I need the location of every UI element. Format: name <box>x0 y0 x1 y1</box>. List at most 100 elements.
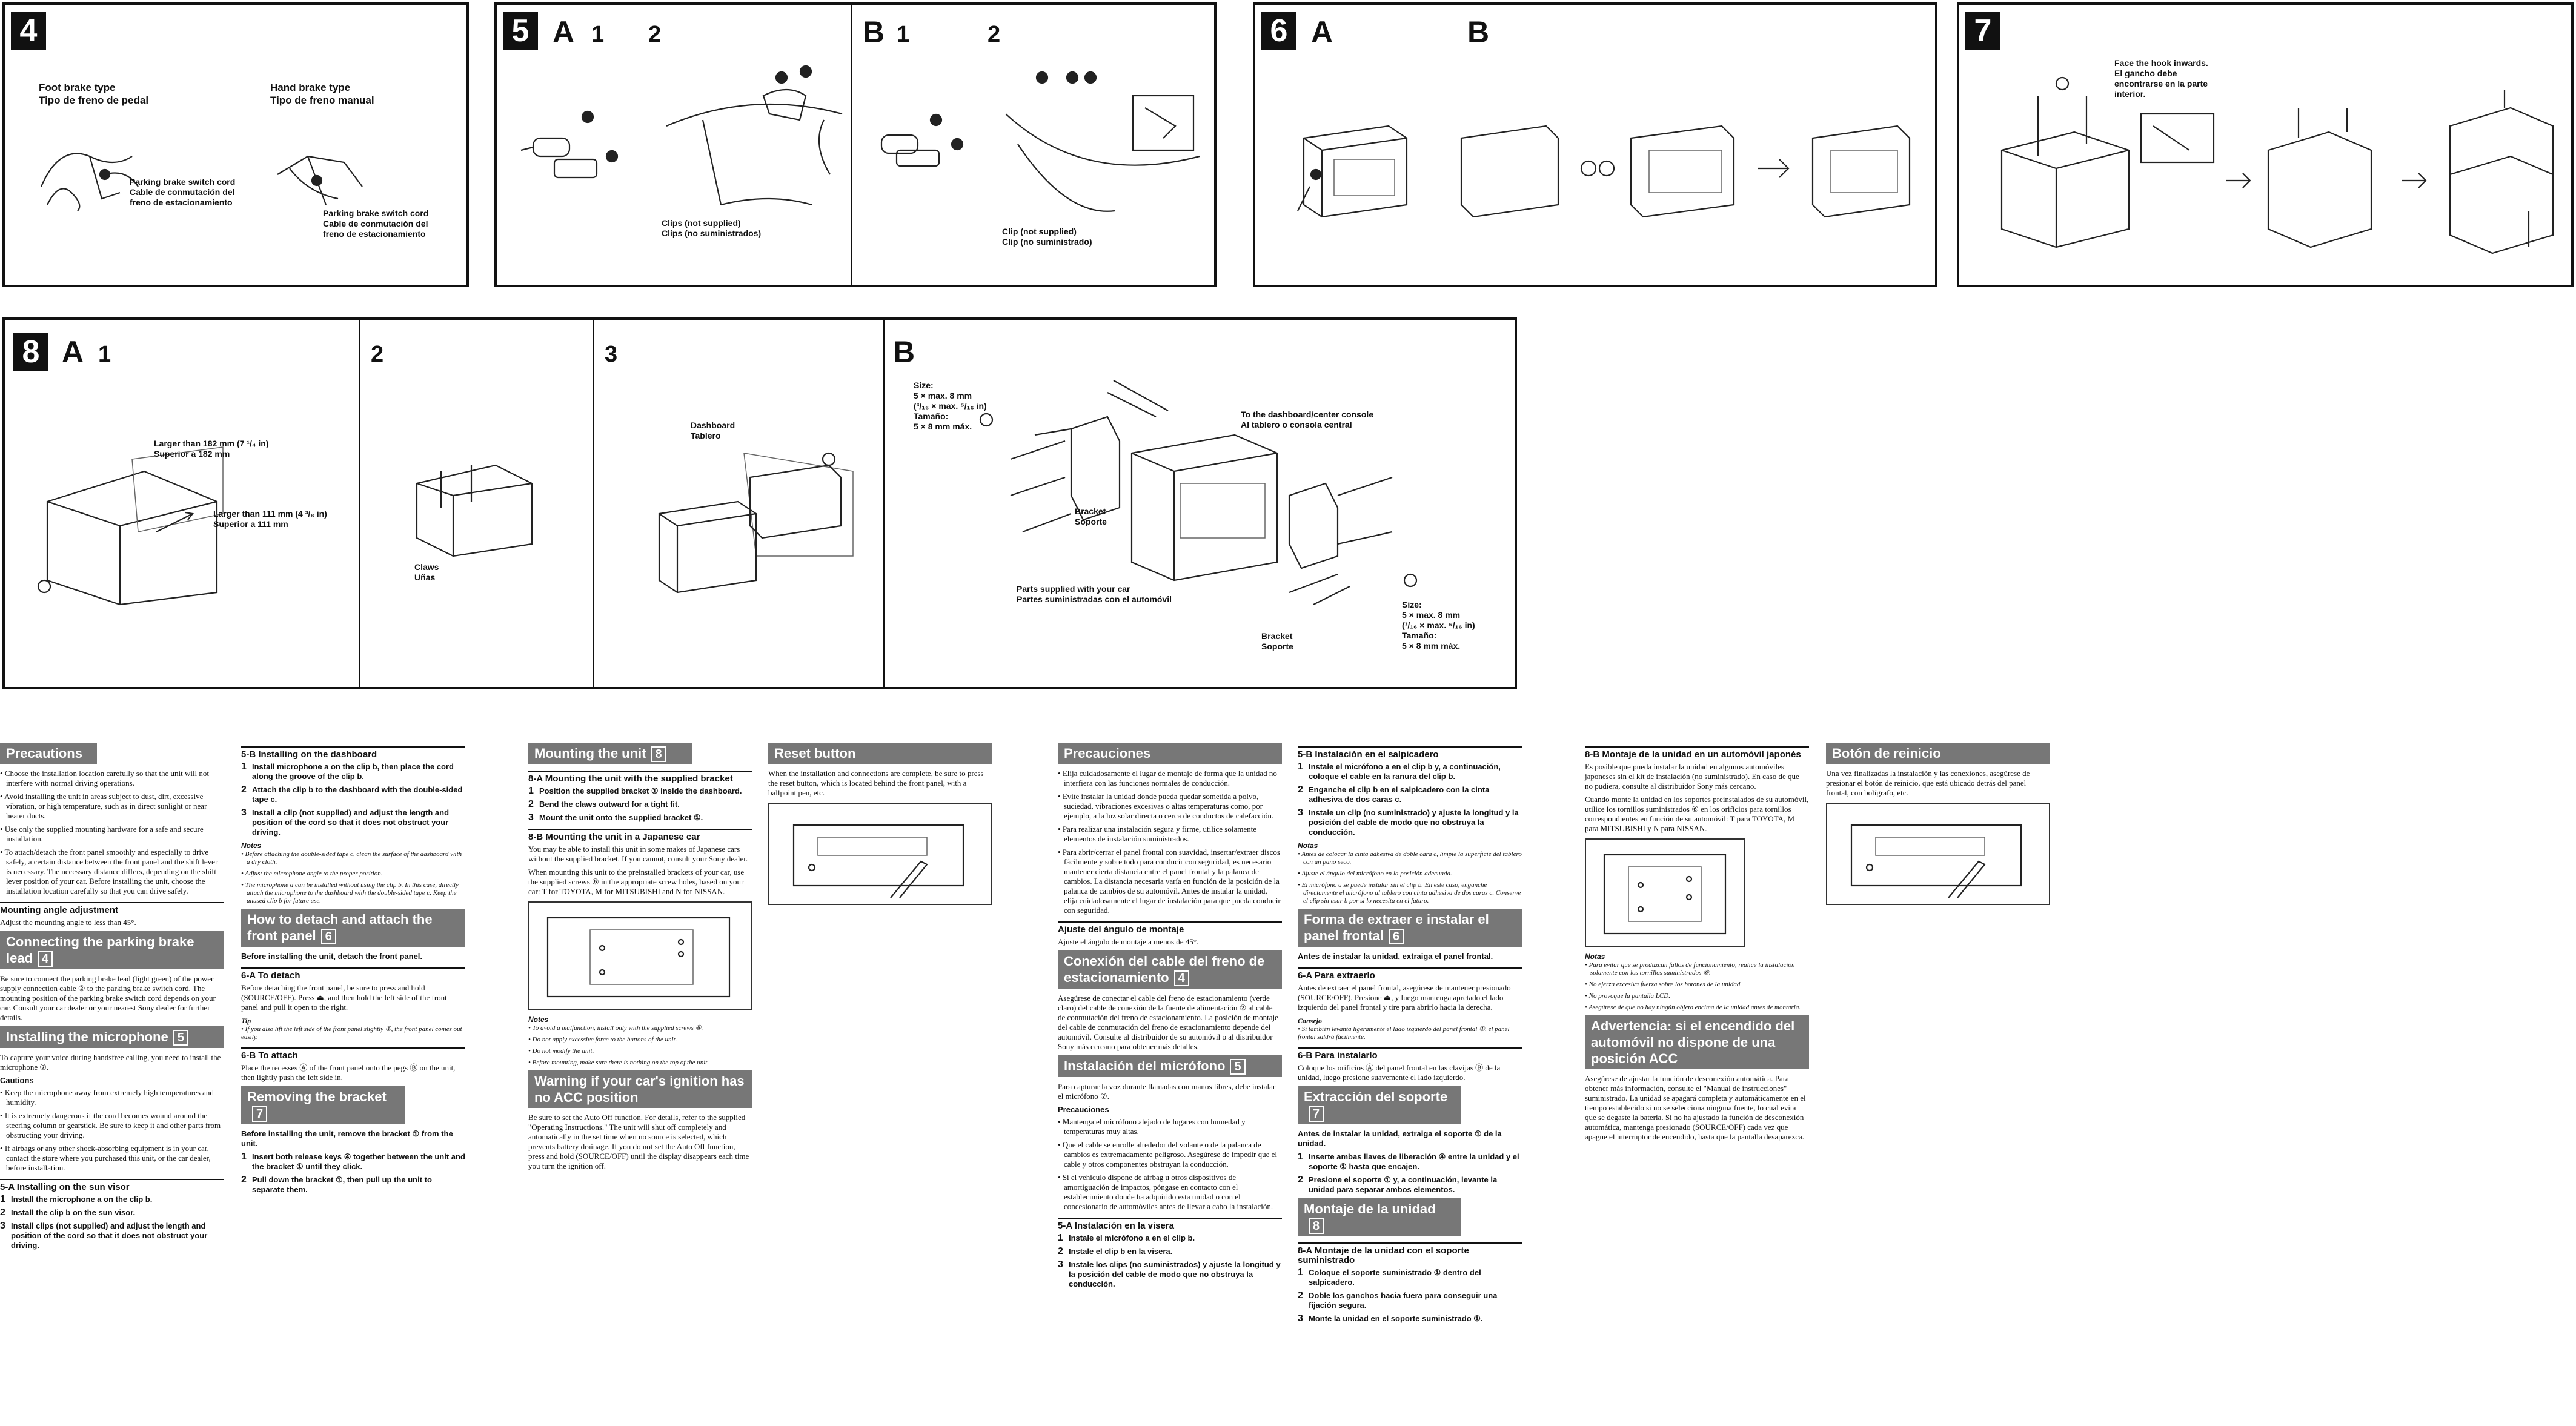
precauciones-title: Precauciones <box>1058 1105 1109 1114</box>
detach-attach-heading: How to detach and attach the front panel… <box>241 909 465 947</box>
note-item: Adjust the microphone angle to the prope… <box>241 870 465 878</box>
precauciones-heading: Precauciones <box>1058 743 1282 764</box>
figure-5a-step1: 1 <box>591 22 605 47</box>
figure-8-number: 8 <box>13 333 48 371</box>
figure-6a-label: A <box>1311 15 1333 49</box>
reset-button-heading: Reset button <box>768 743 992 764</box>
column-8: Botón de reinicio Una vez finalizadas la… <box>1826 740 2050 910</box>
boton-reinicio-figure <box>1826 803 2050 905</box>
visera-heading: 5-A Instalación en la visera <box>1058 1218 1282 1231</box>
larger-111-label: Larger than 111 mm (4 ³/₈ in)Superior a … <box>213 509 327 529</box>
unit-mounting-illustration <box>658 452 854 594</box>
mount-8b-text: You may be able to install this unit in … <box>528 844 748 863</box>
panel-frontal-heading: Forma de extraer e instalar el panel fro… <box>1298 909 1522 947</box>
panel-intro: Antes de instalar la unidad, extraiga el… <box>1298 952 1493 961</box>
consejo-title: Consejo <box>1298 1016 1323 1025</box>
note-item: Do not apply excessive force to the butt… <box>528 1036 752 1044</box>
freno-heading: Conexión del cable del freno de estacion… <box>1058 950 1282 989</box>
figure-5a-step2: 2 <box>648 22 662 47</box>
nota-item: No provoque la pantalla LCD. <box>1585 992 1809 1000</box>
foot-brake-illustration <box>40 153 139 211</box>
soporte-intro: Antes de instalar la unidad, extraiga el… <box>1298 1129 1502 1148</box>
nota-item: No ejerza excesiva fuerza sobre los boto… <box>1585 981 1809 989</box>
to-attach-heading: 6-B To attach <box>241 1047 465 1061</box>
mount-8b-heading: 8-B Mounting the unit in a Japanese car <box>528 829 752 842</box>
note-item: Do not modify the unit. <box>528 1047 752 1055</box>
dashboard-illustration <box>1005 71 1200 212</box>
bracket-removal-illustration <box>2000 76 2554 254</box>
montaje-8b-heading: 8-B Montaje de la unidad en un automóvil… <box>1585 746 1809 760</box>
montaje-8a-heading: 8-A Montaje de la unidad con el soporte … <box>1298 1242 1522 1265</box>
nota-item: Asegúrese de que no hay ningún objeto en… <box>1585 1004 1809 1012</box>
extraer-heading: 6-A Para extraerlo <box>1298 967 1522 981</box>
microphone-text: To capture your voice during handsfree c… <box>0 1053 221 1072</box>
notes-title: Notes <box>528 1015 549 1024</box>
precaution-item: Choose the installation location careful… <box>0 769 224 788</box>
sun-visor-illustration <box>666 65 843 206</box>
screw-size-bottom-label: Size:5 × max. 8 mm(³/₁₆ × max. ⁵/₁₆ in)T… <box>1402 600 1475 651</box>
figure-5-number: 5 <box>503 12 538 50</box>
precaucion-mic-item: Si el vehículo dispone de airbag u otros… <box>1058 1173 1282 1212</box>
nota-item: El micrófono a se puede instalar sin el … <box>1298 881 1522 905</box>
mount-8b-text-2: When mounting this unit to the preinstal… <box>528 867 745 896</box>
figure-5a-label: A <box>553 15 575 49</box>
front-panel-detach-illustration <box>1297 125 1408 218</box>
instalar-heading: 6-B Para instalarlo <box>1298 1047 1522 1061</box>
boton-reinicio-text: Una vez finalizadas la instalación y las… <box>1826 769 2030 797</box>
caution-item: Keep the microphone away from extremely … <box>0 1088 224 1107</box>
acc-warning-heading: Warning if your car's ignition has no AC… <box>528 1070 752 1108</box>
instalar-text: Coloque los orificios Ⓐ del panel fronta… <box>1298 1063 1501 1082</box>
column-5: Precauciones Elija cuidadosamente el lug… <box>1058 740 1282 1293</box>
nota-item: Ajuste el ángulo del micrófono en la pos… <box>1298 870 1522 878</box>
clips-not-supplied-label: Clips (not supplied)Clips (no suministra… <box>662 218 762 238</box>
extraer-text: Antes de extraer el panel frontal, asegú… <box>1298 983 1511 1012</box>
extraccion-soporte-heading: Extracción del soporte7 <box>1298 1086 1461 1124</box>
figure-4-number: 4 <box>11 12 46 50</box>
precaucion-item: Evite instalar la unidad donde pueda que… <box>1058 792 1282 821</box>
column-1: Precautions Choose the installation loca… <box>0 740 224 1254</box>
ajuste-angulo-heading: Ajuste del ángulo de montaje <box>1058 921 1282 935</box>
notes-title: Notes <box>241 841 262 850</box>
boton-reinicio-heading: Botón de reinicio <box>1826 743 2050 764</box>
precaution-item: To attach/detach the front panel smoothl… <box>0 847 224 896</box>
clip-not-supplied-label: Clip (not supplied)Clip (no suministrado… <box>1002 227 1092 247</box>
sun-visor-heading: 5-A Installing on the sun visor <box>0 1179 224 1192</box>
dashboard-install-heading: 5-B Installing on the dashboard <box>241 746 465 760</box>
figure-7-number: 7 <box>1965 12 2000 50</box>
precaucion-mic-item: Que el cable se enrolle alrededor del vo… <box>1058 1140 1282 1169</box>
front-panel-attach-illustration <box>1460 125 1911 218</box>
notas-title: Notas <box>1298 841 1318 850</box>
bracket-claws-illustration <box>416 464 533 557</box>
montaje-8b-text: Es posible que pueda instalar la unidad … <box>1585 762 1799 791</box>
reset-button-text: When the installation and connections ar… <box>768 769 984 797</box>
precaution-item: Avoid installing the unit in areas subje… <box>0 792 224 821</box>
figure-8a-step2: 2 <box>371 342 384 367</box>
figure-6-number: 6 <box>1261 12 1296 50</box>
caution-item: If airbags or any other shock-absorbing … <box>0 1144 224 1173</box>
figure-8a-step3: 3 <box>605 342 618 367</box>
parking-brake-text: Be sure to connect the parking brake lea… <box>0 974 216 1022</box>
screw-size-top-label: Size:5 × max. 8 mm(³/₁₆ × max. ⁵/₁₆ in)T… <box>914 380 987 431</box>
